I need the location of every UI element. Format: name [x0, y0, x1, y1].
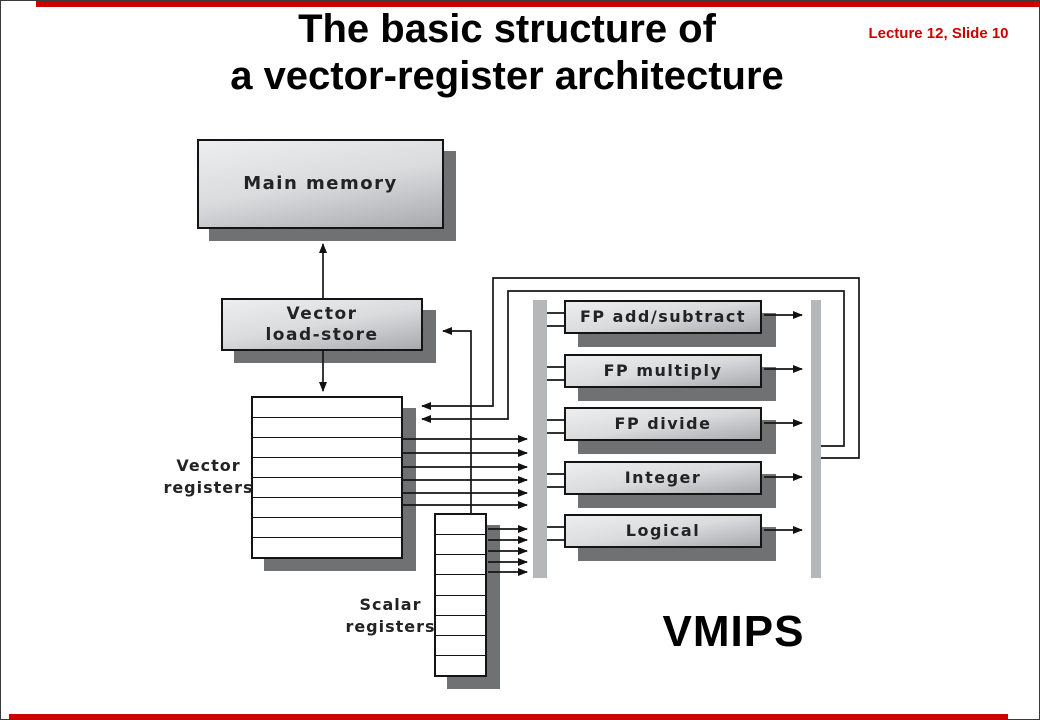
right-crossbar-bus	[811, 300, 821, 578]
scalar-register-row	[436, 634, 485, 655]
scalar-to-loadstore-arrow	[442, 327, 472, 513]
scalar-register-row	[436, 574, 485, 594]
scalar-registers-label: Scalar registers	[333, 594, 448, 638]
vector-load-store-label-line2: load-store	[265, 324, 379, 345]
scalar-register-row	[436, 654, 485, 675]
title-line-1: The basic structure of	[298, 7, 716, 51]
vector-registers-label-line2: registers	[163, 478, 254, 497]
scalar-register-row	[436, 515, 485, 534]
scalar-register-row	[436, 534, 485, 554]
integer-unit-box: Integer	[564, 461, 762, 495]
integer-unit-label: Integer	[624, 468, 702, 487]
vector-register-row	[253, 437, 401, 457]
logical-unit-box: Logical	[564, 514, 762, 548]
vector-registers-box	[251, 396, 403, 559]
fp-add-subtract-box: FP add/subtract	[564, 300, 762, 334]
vector-register-row	[253, 417, 401, 437]
vector-register-row	[253, 398, 401, 417]
fp-divide-label: FP divide	[614, 414, 712, 433]
scalar-registers-label-line2: registers	[345, 617, 436, 636]
main-memory-box: Main memory	[197, 139, 444, 229]
vector-register-row	[253, 517, 401, 537]
scalar-register-row	[436, 614, 485, 635]
fp-multiply-box: FP multiply	[564, 354, 762, 388]
vector-register-row	[253, 477, 401, 497]
fp-add-subtract-label: FP add/subtract	[579, 307, 747, 326]
vector-registers-label-line1: Vector	[176, 456, 241, 475]
vector-registers-label: Vector registers	[151, 455, 266, 499]
page-title: The basic structure of a vector-register…	[1, 6, 1013, 100]
scalar-registers-box	[434, 513, 487, 677]
vmips-label: VMIPS	[662, 607, 805, 656]
vector-load-store-label-line1: Vector	[286, 304, 358, 325]
left-crossbar-bus	[533, 300, 547, 578]
fp-multiply-label: FP multiply	[603, 361, 723, 380]
title-line-2: a vector-register architecture	[230, 54, 784, 98]
fp-divide-box: FP divide	[564, 407, 762, 441]
top-red-bar	[36, 1, 1039, 7]
main-memory-label: Main memory	[243, 172, 398, 194]
scalar-registers-label-line1: Scalar	[359, 595, 422, 614]
vector-register-row	[253, 537, 401, 557]
vector-register-row	[253, 497, 401, 517]
bottom-red-bar	[9, 714, 1008, 719]
slide-reference: Lecture 12, Slide 10	[868, 25, 1009, 42]
vector-load-store-box: Vector load-store	[221, 298, 423, 351]
vector-register-row	[253, 457, 401, 477]
scalar-register-row	[436, 594, 485, 615]
logical-unit-label: Logical	[625, 521, 701, 540]
scalar-register-row	[436, 554, 485, 574]
